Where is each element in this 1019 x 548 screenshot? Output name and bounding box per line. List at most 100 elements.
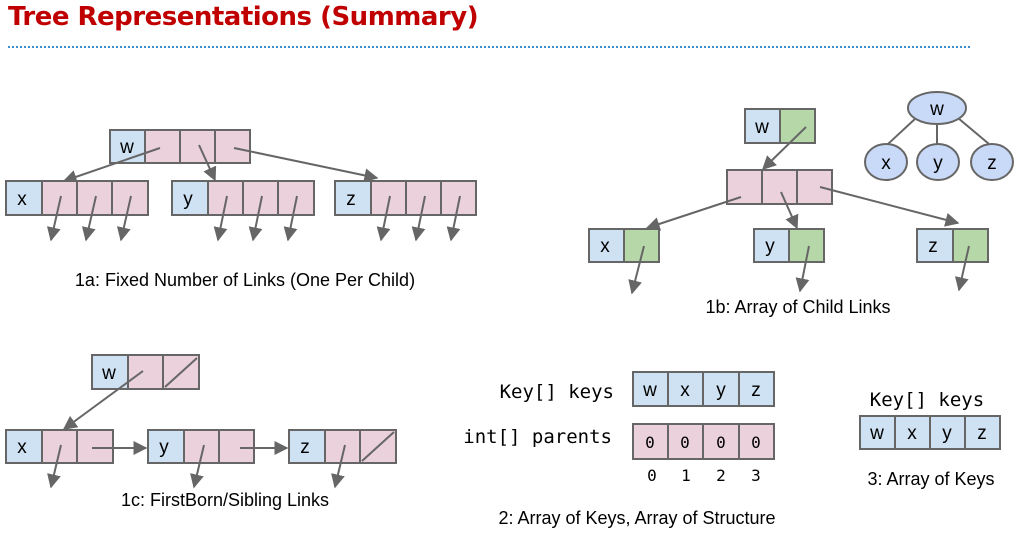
tree-edge xyxy=(887,117,917,145)
first-born-arrow xyxy=(47,444,62,489)
pointer-arrow xyxy=(411,195,426,242)
node-1c-y: y xyxy=(147,429,255,489)
caption-1a: 1a: Fixed Number of Links (One Per Child… xyxy=(75,270,415,290)
pointer-arrow xyxy=(376,195,391,242)
page-title: Tree Representations (Summary) xyxy=(8,2,479,32)
key-label: y xyxy=(159,437,169,458)
first-born-arrow xyxy=(62,370,144,430)
first-born-arrow xyxy=(331,444,346,489)
caption-3: 3: Array of Keys xyxy=(867,469,994,489)
tree-node xyxy=(864,143,908,181)
array-index: 1 xyxy=(681,466,691,485)
key-label: x xyxy=(600,236,610,257)
parents-array-label: int[] parents xyxy=(463,426,612,448)
array-cell xyxy=(667,423,704,460)
node-1b-child-z: z xyxy=(916,228,989,292)
link-cell xyxy=(41,180,78,216)
key-label: w xyxy=(119,137,134,158)
key-cell xyxy=(753,228,790,263)
keys-array: w x y z xyxy=(859,415,1001,450)
first-born-cell xyxy=(127,354,164,390)
array-cell xyxy=(929,415,966,450)
tree-node xyxy=(970,143,1014,181)
node-1a-root: w xyxy=(109,129,251,164)
pointer-arrow xyxy=(283,195,298,242)
link-cell xyxy=(242,180,279,216)
section-1a: w x y xyxy=(5,129,477,290)
key-cell xyxy=(109,129,146,164)
key-cell xyxy=(5,180,43,216)
pointer-arrow xyxy=(645,196,742,231)
array-value: 0 xyxy=(716,433,726,452)
pointer-arrow xyxy=(116,195,132,242)
pointer-arrow xyxy=(446,195,461,242)
node-1b-root: w xyxy=(744,108,816,144)
first-born-arrow xyxy=(190,444,205,489)
key-cell xyxy=(91,354,129,390)
node-1a-child-y: y xyxy=(171,180,315,242)
node-1c-root: w xyxy=(91,354,200,390)
array-value: w xyxy=(869,423,884,444)
node-1a-child-z: z xyxy=(334,180,477,242)
array-value: y xyxy=(716,380,726,401)
array-cell xyxy=(738,371,775,407)
key-label: x xyxy=(17,437,27,458)
tree-node-label: w xyxy=(929,99,944,120)
key-label: w xyxy=(101,363,116,384)
key-cell xyxy=(744,108,781,144)
node-1c-x: x xyxy=(5,429,114,489)
link-cell xyxy=(761,169,798,205)
pointer-arrow xyxy=(954,245,970,292)
key-label: z xyxy=(928,236,938,257)
section-1c: w x y z 1c: xyxy=(5,354,397,510)
key-label: y xyxy=(765,236,775,257)
key-cell xyxy=(5,429,43,464)
caption-1c: 1c: FirstBorn/Sibling Links xyxy=(121,490,329,510)
pointer-arrow xyxy=(819,186,960,227)
tree-node xyxy=(907,91,967,125)
tree-node-label: y xyxy=(933,153,943,174)
keys-array: w x y z xyxy=(632,371,775,407)
array-value: 0 xyxy=(680,433,690,452)
array-value: y xyxy=(942,423,952,444)
array-indices: 0 1 2 3 xyxy=(647,466,761,485)
array-value: w xyxy=(642,380,657,401)
array-index: 3 xyxy=(751,466,761,485)
link-cell xyxy=(214,129,251,164)
child-array-link-cell xyxy=(779,108,816,144)
node-1a-child-x: x xyxy=(5,180,149,242)
array-value: z xyxy=(977,423,987,444)
link-cell xyxy=(207,180,244,216)
caption-1b: 1b: Array of Child Links xyxy=(705,297,890,317)
link-cell xyxy=(144,129,181,164)
parents-array: 0 0 0 0 xyxy=(632,423,775,460)
link-cell xyxy=(405,180,442,216)
link-cell xyxy=(440,180,477,216)
key-label: z xyxy=(346,189,356,210)
section-2: Key[] keys int[] parents w x y z 0 0 0 0… xyxy=(463,371,776,528)
array-index: 0 xyxy=(647,466,657,485)
array-cell xyxy=(964,415,1001,450)
key-label: x xyxy=(17,189,27,210)
pointer-arrow xyxy=(233,147,379,183)
section-3: Key[] keys w x y z 3: Array of Keys xyxy=(859,389,1001,489)
null-slash xyxy=(164,357,198,388)
pointer-arrow xyxy=(62,147,161,184)
key-label: z xyxy=(300,437,310,458)
pointer-arrow xyxy=(780,191,799,230)
array-index: 2 xyxy=(716,466,726,485)
node-1b-child-y: y xyxy=(753,228,825,293)
key-cell xyxy=(147,429,185,464)
array-value: x xyxy=(907,423,917,444)
key-cell xyxy=(916,228,954,263)
array-cell xyxy=(894,415,931,450)
key-cell xyxy=(334,180,372,216)
key-cell xyxy=(171,180,209,216)
child-link-array-1b xyxy=(726,169,833,205)
array-value: z xyxy=(751,380,761,401)
tree-node-label: x xyxy=(881,153,891,174)
node-1c-z: z xyxy=(288,429,397,489)
tree-edge xyxy=(957,117,990,145)
tree-node xyxy=(916,143,960,181)
